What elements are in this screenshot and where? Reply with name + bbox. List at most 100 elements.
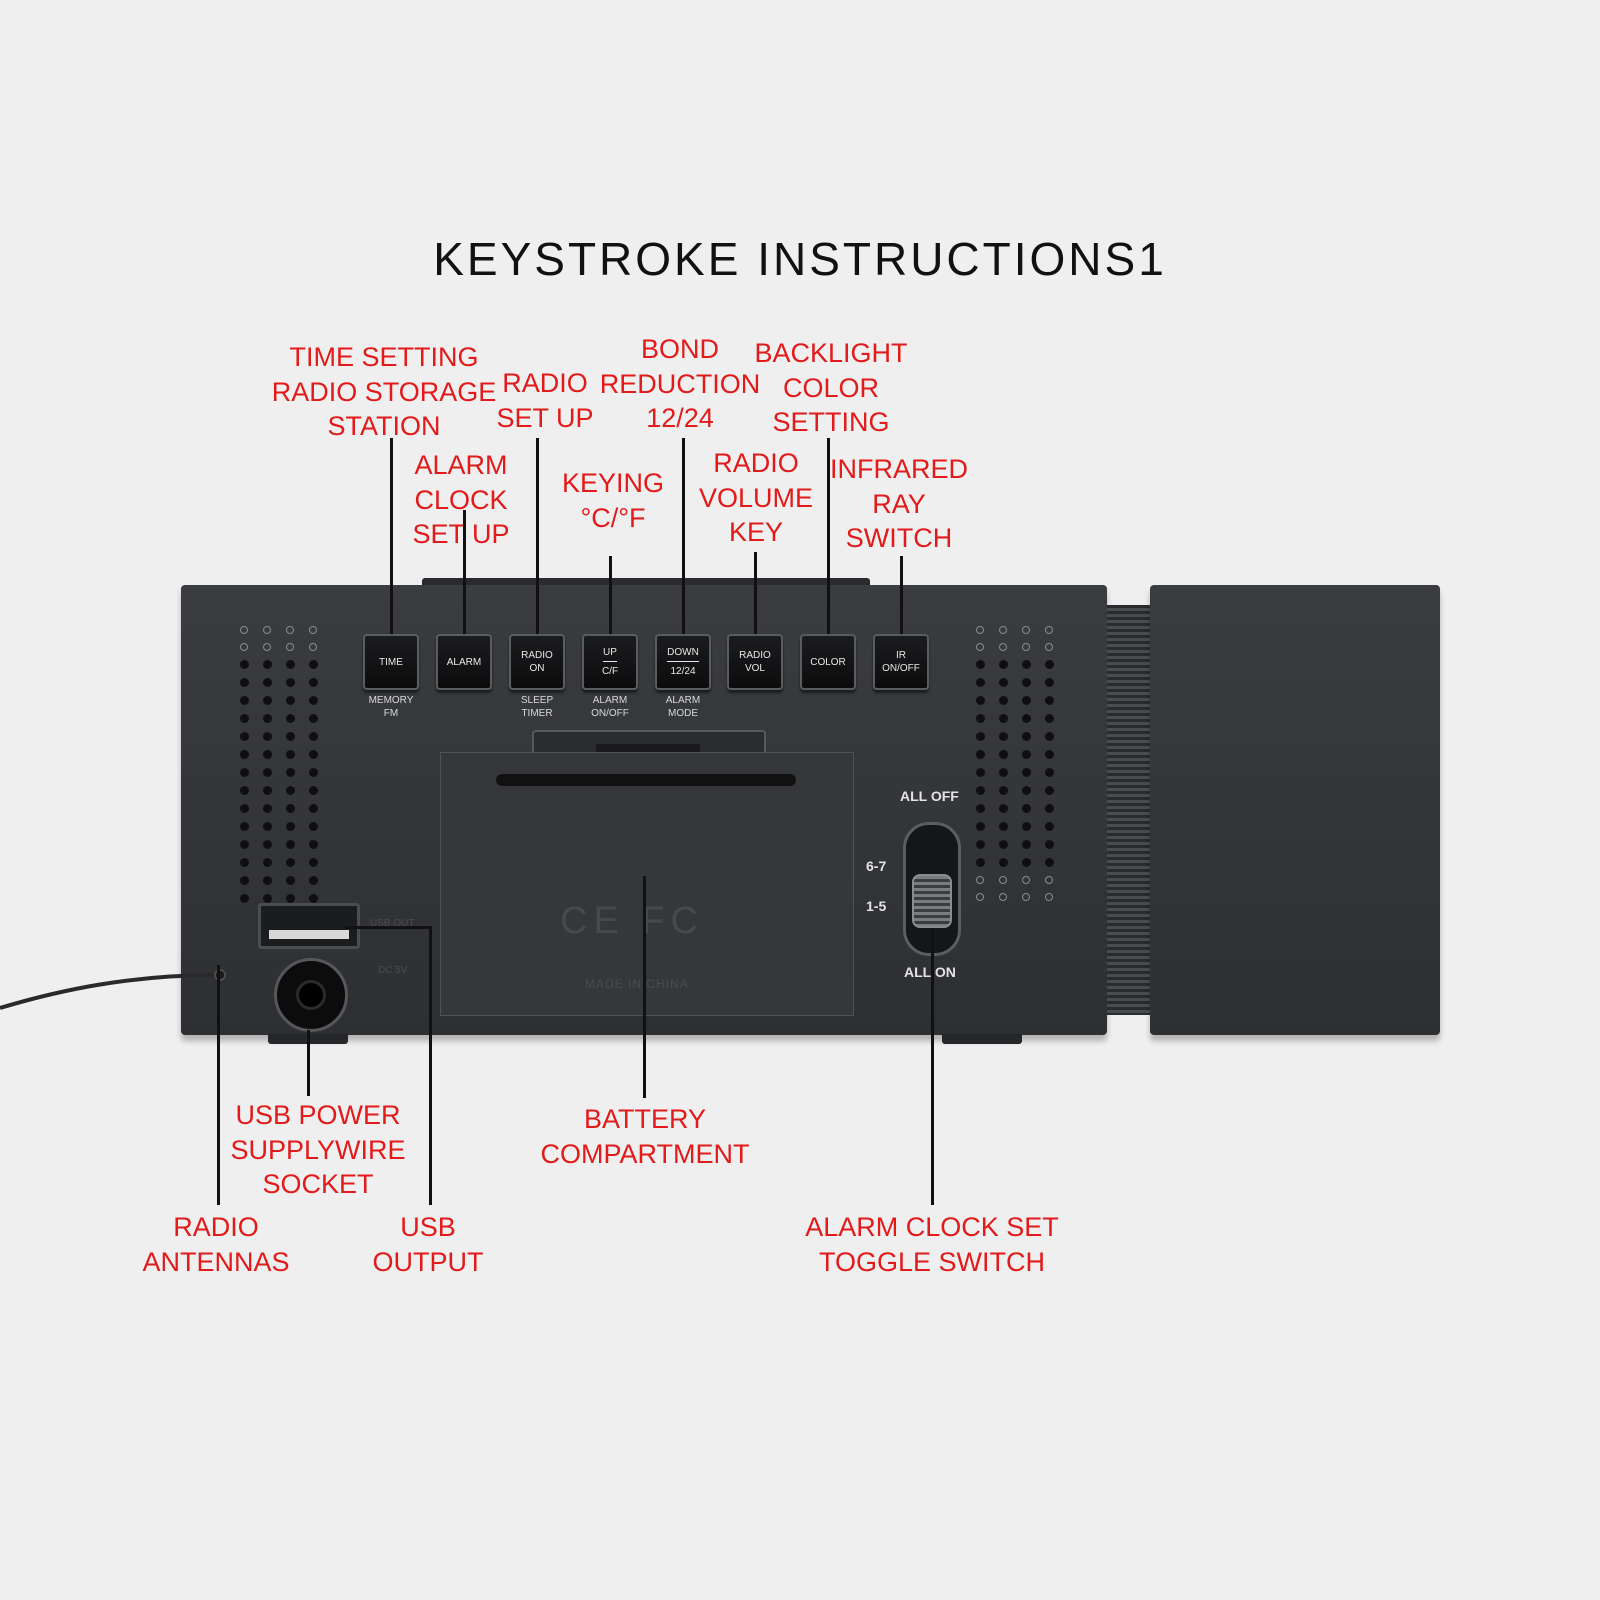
speaker-hole: [1022, 840, 1031, 849]
leader-line-usb-output: [429, 926, 432, 1205]
callout-line: BACKLIGHT: [754, 338, 908, 368]
leader-line-backlight: [827, 438, 830, 634]
speaker-hole: [1045, 858, 1054, 867]
usb-output-port[interactable]: [258, 903, 360, 949]
key-sublabel-line: MEMORY: [368, 695, 414, 706]
speaker-hole: [240, 858, 249, 867]
toggle-label-1-5: 1-5: [866, 898, 887, 914]
speaker-hole: [309, 894, 318, 903]
speaker-hole: [286, 786, 295, 795]
speaker-hole: [309, 786, 318, 795]
key-alarm-button[interactable]: ALARM: [436, 634, 492, 690]
speaker-hole: [286, 822, 295, 831]
callout-line: RADIO: [502, 368, 588, 398]
callout-line: BATTERY: [583, 1104, 707, 1134]
callout-line: TIME SETTING: [289, 342, 479, 372]
speaker-hole: [240, 894, 249, 903]
battery-cover-slot: [496, 774, 796, 786]
speaker-hole: [976, 822, 985, 831]
speaker-hole: [240, 714, 249, 723]
speaker-hole: [999, 858, 1008, 867]
callout-line: RADIO: [173, 1212, 259, 1242]
speaker-hole: [1045, 840, 1054, 849]
speaker-hole: [309, 750, 318, 759]
speaker-hole: [263, 732, 272, 741]
callout-battery: BATTERY COMPARTMENT: [541, 1102, 750, 1171]
leader-line-battery: [643, 876, 646, 1098]
speaker-hole: [286, 750, 295, 759]
speaker-hole: [976, 643, 984, 651]
speaker-hole: [286, 732, 295, 741]
key-time-button[interactable]: TIME: [363, 634, 419, 690]
callout-line: RAY: [872, 488, 926, 519]
callout-keying: KEYING °C/°F: [562, 466, 664, 535]
key-face-label: VOL: [744, 663, 765, 674]
speaker-hole: [263, 822, 272, 831]
callout-line: ALARM: [414, 450, 508, 480]
speaker-hole: [1045, 768, 1054, 777]
speaker-hole: [976, 678, 985, 687]
callout-line: SOCKET: [262, 1169, 374, 1199]
speaker-hole: [286, 840, 295, 849]
toggle-label-all-off: ALL OFF: [900, 788, 959, 804]
callout-line: COMPARTMENT: [540, 1138, 750, 1169]
callout-line: SWITCH: [845, 523, 953, 553]
speaker-hole: [999, 840, 1008, 849]
usb-power-socket[interactable]: [274, 958, 348, 1032]
speaker-hole: [976, 858, 985, 867]
speaker-hole: [263, 714, 272, 723]
speaker-hole: [1022, 858, 1031, 867]
usb-port-tongue: [269, 930, 349, 939]
key-face-label: 12/24: [670, 666, 696, 677]
key-color-button[interactable]: COLOR: [800, 634, 856, 690]
key-face-label: UP: [603, 646, 617, 662]
speaker-grille-left: [240, 626, 318, 903]
speaker-hole: [1045, 714, 1054, 723]
battery-cover[interactable]: [440, 752, 854, 1016]
speaker-hole: [240, 804, 249, 813]
callout-line: KEYING: [561, 468, 665, 498]
key-face-label: COLOR: [810, 656, 846, 668]
callout-line: STATION: [327, 411, 441, 441]
speaker-hole: [1045, 893, 1053, 901]
leader-line-bond: [682, 438, 685, 634]
speaker-hole: [999, 732, 1008, 741]
speaker-hole: [286, 660, 295, 669]
speaker-hole: [1022, 750, 1031, 759]
key-face-label: IR: [896, 650, 906, 661]
callout-line: RADIO: [713, 448, 799, 478]
speaker-hole: [309, 678, 318, 687]
leader-line-usb-power: [307, 1030, 310, 1096]
callout-line: TOGGLE SWITCH: [818, 1246, 1046, 1277]
leader-line-alarm: [463, 510, 466, 634]
key-face-label: ALARM: [446, 656, 482, 668]
speaker-hole: [999, 876, 1007, 884]
speaker-hole: [240, 768, 249, 777]
callout-line: °C/°F: [580, 502, 646, 533]
callout-line: SET UP: [412, 519, 510, 549]
speaker-hole: [263, 626, 271, 634]
speaker-hole: [240, 840, 249, 849]
speaker-hole: [263, 678, 272, 687]
alarm-toggle-knob[interactable]: [912, 874, 952, 928]
speaker-hole: [263, 643, 271, 651]
speaker-hole: [286, 894, 295, 903]
speaker-hole: [309, 626, 317, 634]
speaker-hole: [263, 786, 272, 795]
device-foot-right: [942, 1034, 1022, 1044]
key-sublabel-line: TIMER: [521, 708, 553, 719]
speaker-hole: [1045, 696, 1054, 705]
speaker-hole: [309, 804, 318, 813]
